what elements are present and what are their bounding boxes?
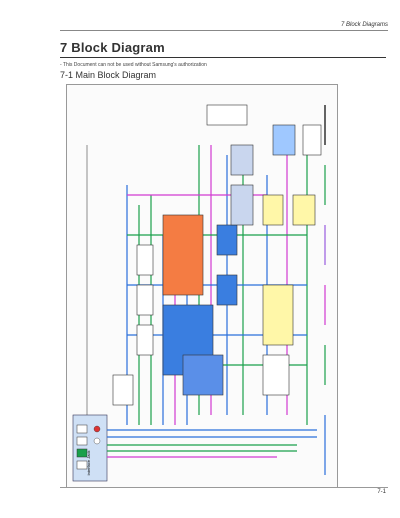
block-tcon (216, 274, 238, 306)
block-ipm (230, 144, 254, 176)
block-video (136, 324, 154, 356)
block-panel (272, 124, 296, 156)
block-audio-processor (262, 284, 294, 346)
page-number: 7-1 (377, 489, 386, 495)
block-nvm (230, 184, 254, 226)
block-diagram: Interface Jack (66, 84, 338, 488)
header-chapter-title: 7 Block Diagrams (340, 22, 388, 28)
block-speaker (302, 124, 322, 156)
block-hdmi-rx (182, 354, 224, 396)
authorization-notice: - This Document can not be used without … (60, 62, 207, 68)
block-mstar (162, 214, 204, 296)
section-subtitle: 7-1 Main Block Diagram (60, 70, 157, 80)
section-title: 7 Block Diagram (60, 40, 165, 55)
block-flash (136, 284, 154, 316)
block-smps (262, 354, 290, 396)
block-lvds (216, 224, 238, 256)
block-dmb (206, 104, 248, 126)
header-rule (60, 30, 388, 31)
block-cable (112, 374, 134, 406)
interface-connectors (76, 424, 101, 470)
block-diagram-canvas: Interface Jack (72, 104, 326, 482)
title-rule (60, 57, 386, 58)
diagram-blocks (112, 104, 322, 406)
block-hp-amp (292, 194, 316, 226)
block-audio-amp (262, 194, 284, 226)
footer-rule (60, 487, 388, 488)
interface-jack-label: Interface Jack (86, 451, 91, 476)
block-ddr (136, 244, 154, 276)
